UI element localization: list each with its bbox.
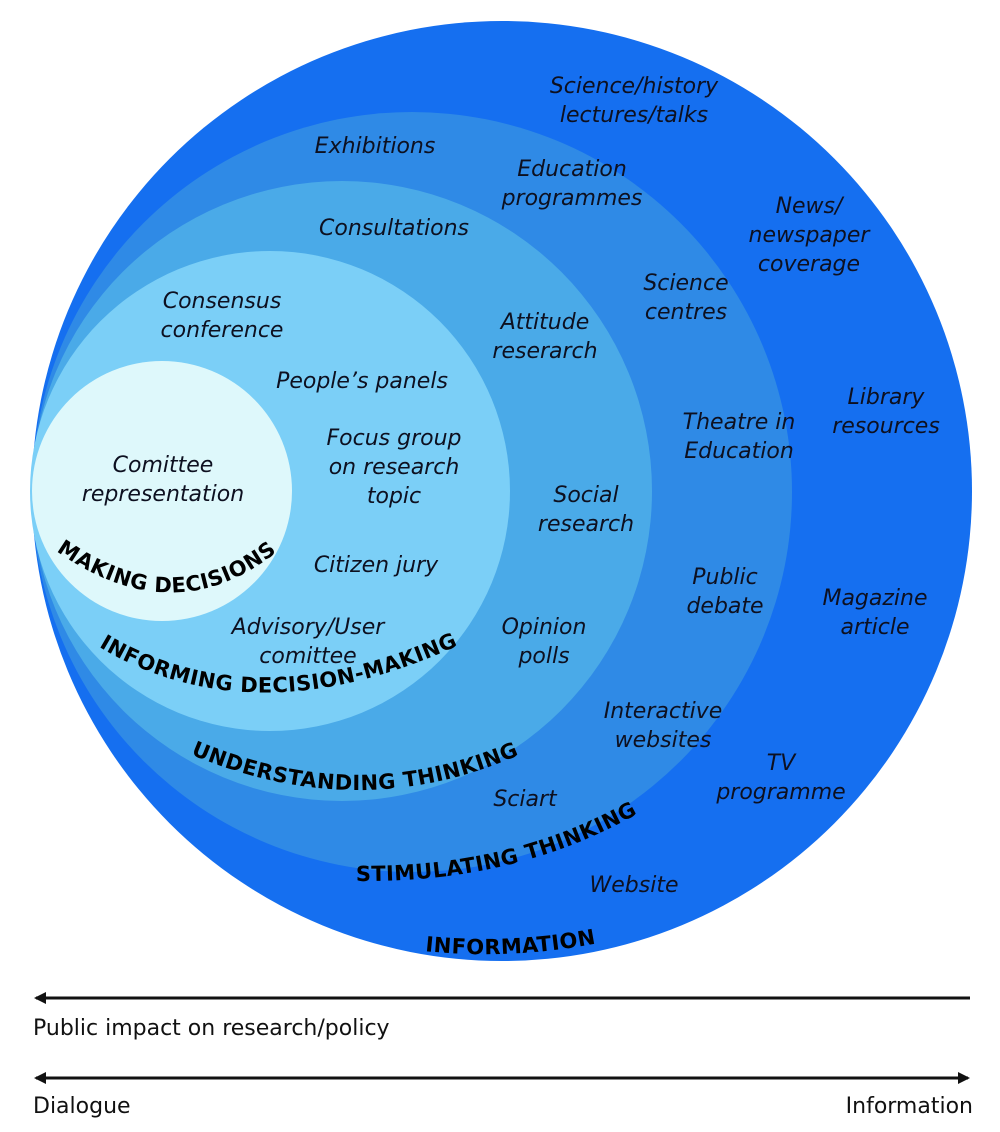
item-line: News/	[776, 194, 845, 219]
item-line: newspaper	[749, 223, 872, 248]
item-line: Theatre in	[683, 410, 796, 435]
item-opinion-polls: Opinion polls	[502, 615, 587, 669]
impact-axis-label: Public impact on research/policy	[33, 1016, 390, 1041]
making-decisions-ring	[32, 361, 292, 621]
item-line: representation	[82, 482, 244, 507]
item-line: Focus group	[327, 426, 462, 451]
item-magazine-article: Magazine article	[822, 586, 927, 640]
item-line: Comittee	[113, 453, 214, 478]
item-line: Exhibitions	[315, 134, 436, 159]
item-consultations: Consultations	[319, 216, 469, 241]
item-line: Interactive	[604, 699, 723, 724]
item-line: programmes	[501, 186, 643, 211]
item-line: Public	[692, 565, 758, 590]
item-line: polls	[517, 644, 569, 669]
item-line: Consensus	[163, 289, 282, 314]
item-line: Attitude	[499, 310, 589, 335]
item-focus-group: Focus group on research topic	[327, 426, 462, 509]
item-library-resources: Library resources	[832, 385, 940, 439]
item-line: Sciart	[493, 787, 558, 812]
item-line: websites	[615, 728, 712, 753]
item-consensus-conference: Consensus conference	[161, 289, 284, 343]
item-social-research: Social research	[538, 483, 634, 537]
item-line: Website	[590, 873, 679, 898]
item-line: Education	[684, 439, 794, 464]
item-line: Education	[517, 157, 627, 182]
item-line: resources	[832, 414, 940, 439]
information-label: Information	[845, 1094, 973, 1119]
item-line: topic	[367, 484, 421, 509]
item-news-coverage: News/newspaper coverage	[749, 194, 872, 277]
item-tv-programme: TV programme	[715, 751, 845, 805]
item-public-debate: Public debate	[686, 565, 763, 619]
item-line: debate	[686, 594, 763, 619]
item-line: Advisory/User	[230, 615, 387, 640]
item-line: Science/history	[550, 74, 719, 99]
item-line: Science	[643, 271, 728, 296]
item-sciart: Sciart	[493, 787, 558, 812]
engagement-items: Science/history lectures/talksNews/newspa…	[82, 74, 940, 898]
item-science-centres: Science centres	[643, 271, 728, 325]
item-line: reserarch	[492, 339, 597, 364]
item-line: TV	[767, 751, 797, 776]
item-line: comittee	[259, 644, 356, 669]
item-line: centres	[645, 300, 727, 325]
dialogue-label: Dialogue	[33, 1094, 131, 1119]
item-line: programme	[715, 780, 845, 805]
item-line: Magazine	[822, 586, 927, 611]
item-comittee-representation: Comittee representation	[82, 453, 244, 507]
item-interactive-websites: Interactive websites	[604, 699, 723, 753]
item-line: People’s panels	[276, 369, 448, 394]
item-education-programmes: Education programmes	[501, 157, 643, 211]
item-line: on research	[329, 455, 460, 480]
item-line: Library	[848, 385, 926, 410]
item-theatre-in-education: Theatre in Education	[683, 410, 796, 464]
item-website: Website	[590, 873, 679, 898]
item-peoples-panels: People’s panels	[276, 369, 448, 394]
item-line: lectures/talks	[560, 103, 708, 128]
item-advisory-user-comittee: Advisory/User comittee	[230, 615, 387, 669]
item-attitude-research: Attitude reserarch	[492, 310, 597, 364]
item-line: conference	[161, 318, 284, 343]
item-science-history-lectures: Science/history lectures/talks	[550, 74, 719, 128]
item-line: Consultations	[319, 216, 469, 241]
item-line: Citizen jury	[314, 553, 439, 578]
item-exhibitions: Exhibitions	[315, 134, 436, 159]
item-citizen-jury: Citizen jury	[314, 553, 439, 578]
item-line: coverage	[758, 252, 860, 277]
item-line: article	[840, 615, 909, 640]
item-line: Opinion	[502, 615, 587, 640]
item-line: research	[538, 512, 634, 537]
item-line: Social	[553, 483, 618, 508]
